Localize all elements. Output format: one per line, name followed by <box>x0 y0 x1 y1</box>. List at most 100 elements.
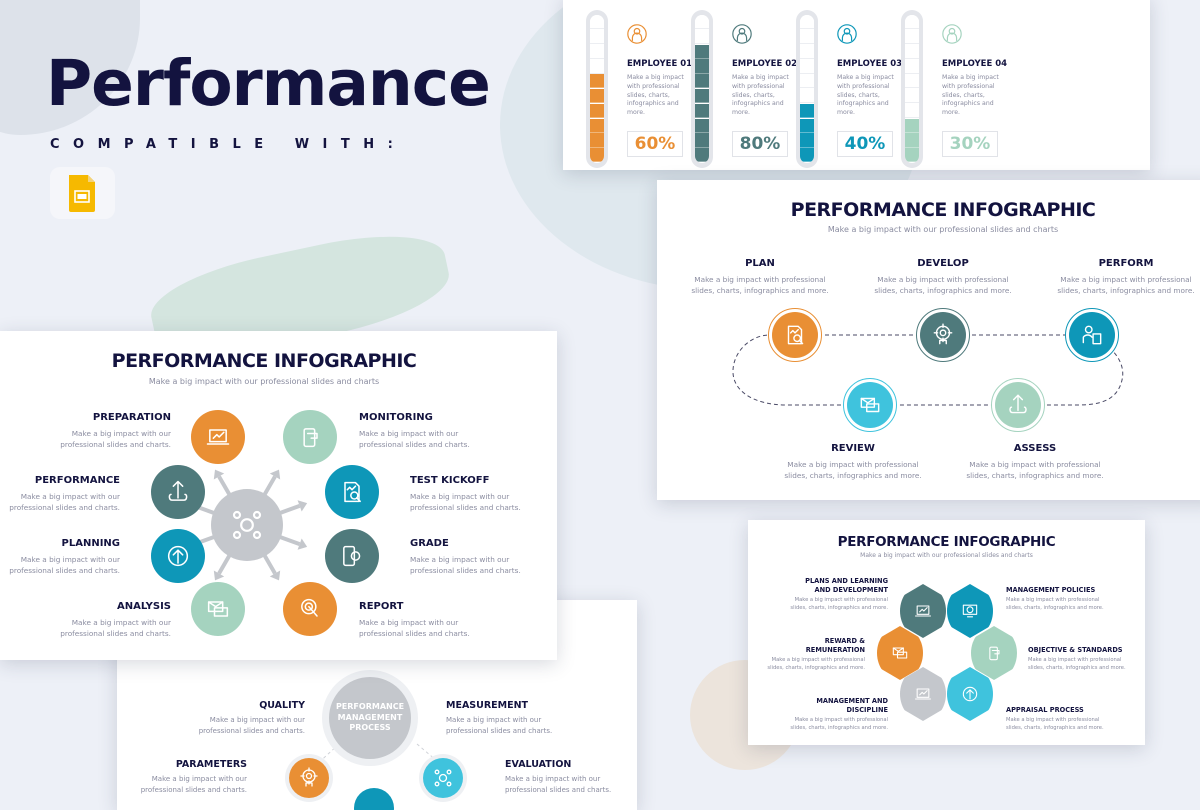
step-circle[interactable] <box>191 582 245 636</box>
hero-title: Performance <box>46 47 491 120</box>
step-circle[interactable] <box>289 758 329 798</box>
description-line: Make a big impact with professional <box>794 716 888 723</box>
step-circle[interactable] <box>325 529 379 583</box>
growth-brain-icon <box>1009 394 1027 414</box>
step-circle[interactable] <box>191 410 245 464</box>
description-line: Make a big impact with professional <box>1060 275 1192 284</box>
item-label: EVALUATION <box>505 759 572 770</box>
progress-empty-segment <box>800 29 814 44</box>
step-circle[interactable] <box>1069 312 1115 358</box>
process-center-label: PROCESS <box>349 723 391 733</box>
cycle-step-text: ASSESS Make a big impact with professiona… <box>945 443 1125 482</box>
item-label: ASSESS <box>1013 443 1057 454</box>
item-label: REVIEW <box>831 443 875 454</box>
arrow-head-icon <box>269 469 281 480</box>
touch-hand-icon <box>301 598 318 617</box>
person-clipboard-icon <box>1082 325 1102 345</box>
step-circle[interactable] <box>920 312 966 358</box>
google-slides-badge[interactable] <box>50 167 115 219</box>
hexagon-segment[interactable] <box>877 626 923 680</box>
employee-description: infographics and <box>732 100 784 108</box>
employee-description: infographics and <box>942 100 994 108</box>
description-line: Make a big impact with our <box>151 775 247 784</box>
cycle-step-text: REVIEW Make a big impact with professiona… <box>763 443 943 482</box>
user-icon <box>627 24 647 44</box>
progress-tube <box>586 10 608 168</box>
step-ring <box>419 754 467 802</box>
description-line: slides, charts, infographics and more. <box>966 471 1104 481</box>
progress-empty-segment <box>905 103 919 118</box>
step-circle[interactable] <box>995 382 1041 428</box>
description-line: professional slides and charts. <box>359 440 470 450</box>
employee-description: more. <box>732 109 750 117</box>
description-line: professional slides and charts. <box>410 503 521 513</box>
progress-fill-segment <box>800 148 814 163</box>
description-line: professional slides and charts. <box>198 727 305 736</box>
arrow-head-icon <box>213 469 225 480</box>
user-icon <box>837 24 857 44</box>
step-circle[interactable] <box>325 465 379 519</box>
google-slides-icon <box>69 175 95 212</box>
description-line: Make a big impact with our <box>20 555 120 564</box>
process-center-label: PERFORMANCE <box>335 702 405 712</box>
step-circle[interactable] <box>423 758 463 798</box>
progress-fill-segment <box>695 133 709 148</box>
employee-description: infographics and <box>837 100 889 108</box>
item-description: Make a big impact with our professional s… <box>505 774 637 796</box>
description-line: professional slides and charts. <box>505 786 612 795</box>
description-line: slides, charts, infographics and more. <box>790 604 888 611</box>
step-circle[interactable] <box>151 465 205 519</box>
description-line: Make a big impact with our <box>359 618 459 627</box>
step-circle[interactable] <box>772 312 818 358</box>
description-line: slides, charts, infographics and more. <box>1057 286 1195 296</box>
laptop-chart-icon <box>206 429 230 445</box>
cycle-dashed-path <box>732 334 1124 406</box>
hexagon-segment[interactable] <box>947 584 993 638</box>
hexagon-center <box>930 638 964 672</box>
progress-fill-segment <box>695 148 709 163</box>
progress-tube <box>901 10 923 168</box>
description-line: Make a big impact with our <box>410 492 510 501</box>
progress-fill-segment <box>695 59 709 74</box>
description-line: Make a big impact with our <box>505 775 601 784</box>
progress-fill-segment <box>695 118 709 133</box>
hexagon-segment[interactable] <box>947 667 993 721</box>
step-circle[interactable] <box>283 582 337 636</box>
employee-description: Make a big impact <box>627 74 684 81</box>
step-circle[interactable] <box>151 529 205 583</box>
item-label: PERFORM <box>1098 258 1154 269</box>
progress-empty-segment <box>905 89 919 104</box>
description-line: Make a big impact with our <box>71 429 171 438</box>
hexagon-segment[interactable] <box>900 667 946 721</box>
step-circle[interactable] <box>847 382 893 428</box>
description-line: Make a big impact with professional <box>1006 596 1100 603</box>
description-line: slides, charts, infographics and more. <box>784 471 922 481</box>
employee-name: EMPLOYEE 02 <box>732 59 798 69</box>
description-line: Make a big impact with professional <box>694 275 826 284</box>
progress-empty-segment <box>905 59 919 74</box>
progress-empty-segment <box>590 29 604 44</box>
description-line: Make a big impact with professional <box>969 460 1101 469</box>
step-circle[interactable] <box>283 410 337 464</box>
hexagon-segment[interactable] <box>900 584 946 638</box>
hexagon-segment[interactable] <box>971 626 1017 680</box>
slide-hexagon-infographic: PERFORMANCE INFOGRAPHIC Make a big impac… <box>748 520 1145 745</box>
arrow-head-icon <box>269 570 281 581</box>
description-line: slides, charts, infographics and more. <box>1006 724 1104 731</box>
